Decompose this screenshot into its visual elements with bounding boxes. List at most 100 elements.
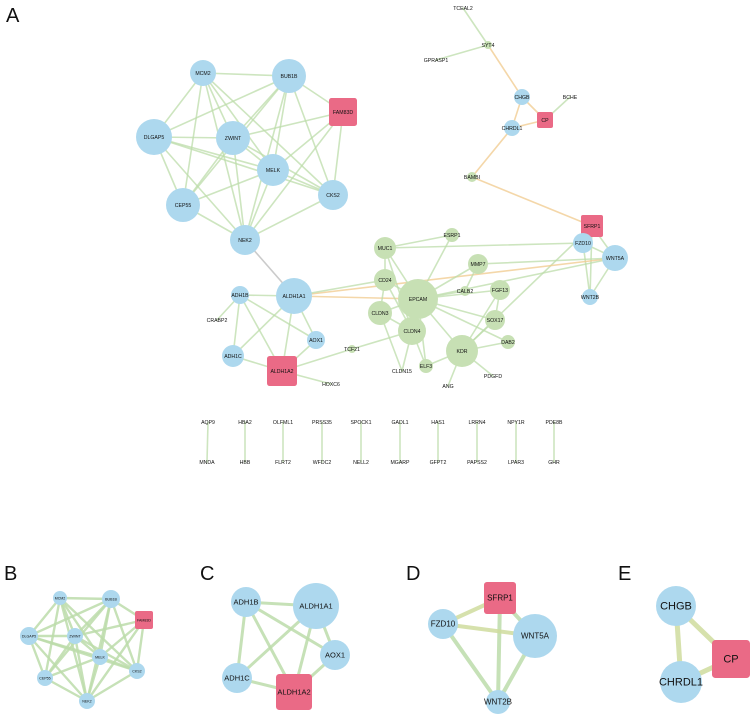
edge-a-aqp9-mnda [206, 421, 209, 463]
node-a-pdgfd: PDGFD [484, 374, 502, 380]
node-label: CLDN4 [403, 329, 420, 335]
node-d-fzd10: FZD10 [428, 609, 458, 639]
node-c-aox1: AOX1 [320, 640, 350, 670]
edge-a-mcm2-cks2 [202, 72, 334, 196]
node-label: CHGB [660, 600, 692, 612]
edge-a-cks2-nek2 [244, 194, 334, 241]
node-label: GFPT2 [430, 460, 447, 466]
node-a-kdr: KDR [446, 335, 478, 367]
key-gene-square [712, 640, 750, 678]
hub-gene-circle [513, 614, 557, 658]
node-a-crabp2: CRABP2 [207, 318, 228, 324]
node-d-wnt2b: WNT2B [484, 690, 512, 714]
node-label: TCF21 [344, 347, 360, 353]
edge-b-melk-cep55 [43, 655, 102, 680]
gene-circle [490, 280, 510, 300]
node-label: NEK2 [82, 699, 91, 703]
node-a-nell2: NELL2 [353, 460, 369, 466]
node-a-cldn15: CLDN15 [392, 369, 412, 375]
node-a-cd24: CD24 [374, 269, 396, 291]
node-label: KDR [457, 349, 468, 355]
edge-a-syt4-chgb [487, 44, 523, 98]
edge-a-tceal2-syt4 [462, 7, 489, 46]
node-e-cp: CP [712, 640, 750, 678]
node-label: ESRP1 [443, 233, 460, 239]
node-a-fzd10: FZD10 [573, 233, 593, 253]
hub-gene-circle [129, 663, 145, 679]
node-a-elf3: ELF3 [419, 359, 433, 373]
hub-gene-circle [582, 289, 598, 305]
edge-b-nek2-fam83d [85, 618, 146, 703]
node-label: MUC1 [378, 246, 393, 252]
node-a-dlgap5: DLGAP5 [136, 119, 172, 155]
edge-a-muc1-esrp1 [384, 234, 453, 249]
node-c-adh1c: ADH1C [222, 663, 252, 693]
node-label: ALDH1A2 [277, 687, 310, 696]
edge-a-zwint-nek2 [232, 137, 246, 241]
edge-b-zwint-nek2 [73, 634, 89, 703]
edge-a-bub1b-cks2 [288, 75, 334, 196]
key-gene-square [329, 98, 357, 126]
node-label: WNT5A [606, 256, 625, 262]
node-label: FAM83D [333, 110, 353, 116]
node-label: FZD10 [431, 620, 456, 629]
node-label: OLFML1 [273, 420, 293, 426]
node-label: CLDN3 [371, 311, 388, 317]
edge-a-nek2-fam83d [244, 111, 344, 241]
panel-letter-e: E [618, 563, 631, 585]
gene-circle [485, 310, 505, 330]
node-a-bambi: BAMBI [464, 172, 480, 182]
node-a-nek2: NEK2 [230, 225, 260, 255]
gene-circle [419, 359, 433, 373]
node-label: SFRP1 [487, 594, 513, 603]
node-a-chgb: CHGB [514, 89, 530, 105]
node-label: SPOCK1 [350, 420, 371, 426]
node-a-calb2: CALB2 [457, 286, 473, 296]
node-label: HBA2 [238, 420, 252, 426]
gene-circle [467, 172, 477, 182]
node-a-aldh1a1: ALDH1A1 [276, 278, 312, 314]
node-label: LRRN4 [468, 420, 485, 426]
gene-circle [398, 317, 426, 345]
node-a-cldn4: CLDN4 [398, 317, 426, 345]
node-label: AOX1 [309, 338, 323, 344]
node-b-cep55: CEP55 [37, 670, 53, 686]
hub-gene-circle [428, 609, 458, 639]
hub-gene-circle [190, 60, 216, 86]
gene-circle [484, 41, 492, 49]
node-label: WFDC2 [313, 460, 332, 466]
node-label: CRABP2 [207, 318, 228, 324]
node-a-adh1b: ADH1B [231, 286, 249, 304]
node-a-wfdc2: WFDC2 [313, 460, 332, 466]
node-label: NPY1R [507, 420, 525, 426]
node-a-fgf13: FGF13 [490, 280, 510, 300]
node-a-has1: HAS1 [431, 420, 445, 426]
node-label: NELL2 [353, 460, 369, 466]
edge-a-dlgap5-melk [153, 136, 274, 171]
node-a-lrrn4: LRRN4 [468, 420, 485, 426]
node-label: DLGAP5 [22, 634, 36, 638]
hub-gene-circle [231, 286, 249, 304]
node-a-pde8b: PDE8B [545, 420, 563, 426]
node-e-chrdl1: CHRDL1 [659, 661, 703, 703]
node-a-aqp9: AQP9 [201, 420, 215, 426]
node-label: PDGFD [484, 374, 502, 380]
node-a-cp: CP [537, 112, 553, 128]
node-label: WNT2B [484, 698, 512, 707]
node-a-npy1r: NPY1R [507, 420, 525, 426]
node-label: ADH1B [233, 597, 258, 606]
key-gene-square [484, 582, 516, 614]
node-label: ZWINT [225, 136, 242, 142]
node-b-cks2: CKS2 [129, 663, 145, 679]
node-label: CEP55 [175, 203, 192, 209]
node-label: GADL1 [391, 420, 408, 426]
hub-gene-circle [20, 627, 38, 645]
node-label: ADH1C [224, 354, 242, 360]
gene-circle [374, 269, 396, 291]
node-label: HAS1 [431, 420, 445, 426]
hub-gene-circle [276, 278, 312, 314]
node-c-aldh1a1: ALDH1A1 [293, 583, 339, 629]
node-label: ADH1B [231, 293, 249, 299]
node-label: ZWINT [69, 634, 81, 638]
edge-a-wnt5a-epcam [417, 257, 616, 300]
